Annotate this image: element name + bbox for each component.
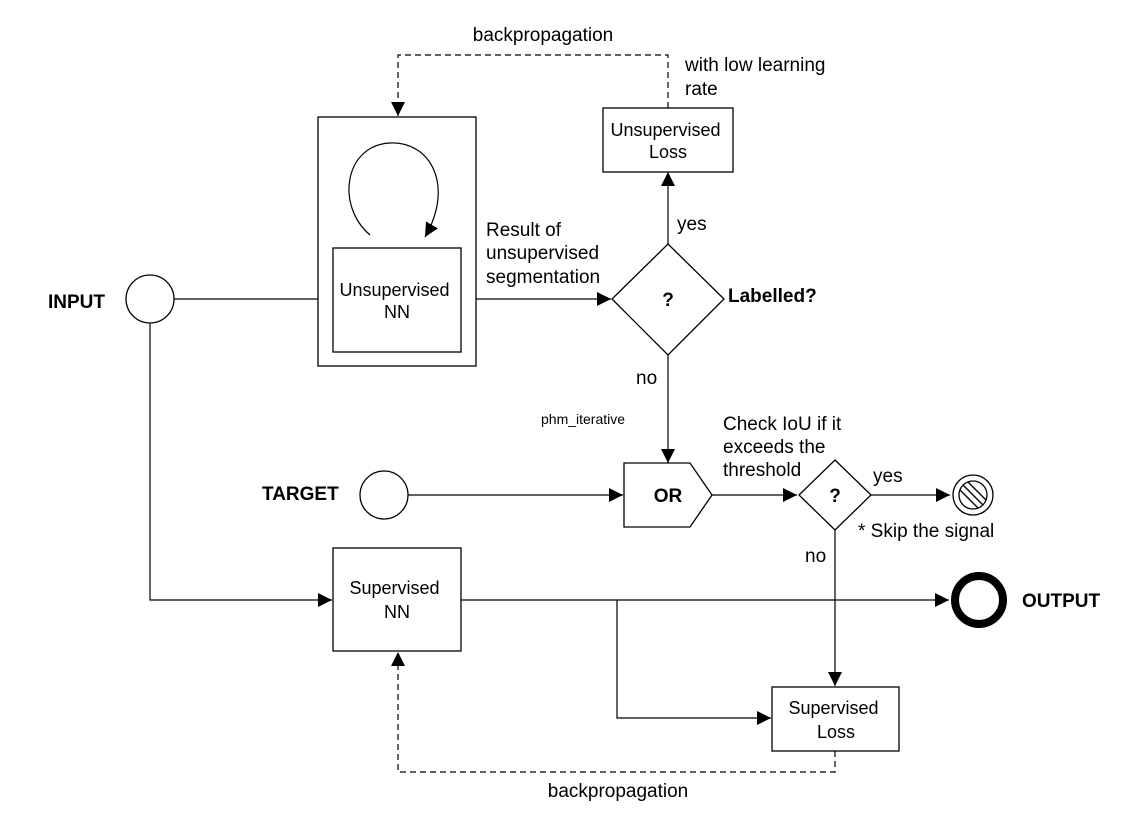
edge-branch-to-sup-loss [616,600,771,725]
iou-yes-label: yes [873,466,903,487]
or-gate [623,462,713,528]
iteration-loop-arrow [348,142,439,238]
backprop-bottom-label: backpropagation [548,781,689,802]
unsupervised-loss-label: Unsupervised Loss [610,120,725,162]
skip-signal-icon [952,474,994,516]
labelled-decision [611,243,725,356]
iou-decision [798,459,872,531]
low-learning-rate-note: with low learning rate [684,55,831,100]
connectors [149,54,950,773]
edge-backprop-bottom [391,652,836,773]
target-label: TARGET [262,484,339,505]
iou-decision-mark: ? [829,486,841,507]
or-gate-label: OR [654,486,683,507]
supervised-nn-label: Supervised NN [349,578,444,622]
result-of-unsupervised-label: Result of unsupervised segmentation [486,220,604,288]
edge-backprop-top [391,54,669,116]
labelled-no-label: no [636,368,657,389]
unsupervised-loss-box [602,107,734,173]
output-label: OUTPUT [1022,591,1101,612]
supervised-loss-label: Supervised Loss [788,698,883,742]
check-iou-label: Check IoU if it exceeds the threshold [723,414,847,481]
skip-signal-note: * Skip the signal [858,521,994,542]
unsupervised-nn-box [332,247,462,353]
iou-no-label: no [805,546,826,567]
supervised-loss-box [771,686,900,752]
backprop-top-label: backpropagation [473,25,614,46]
unsupervised-nn-label: Unsupervised NN [339,280,454,322]
labelled-question: Labelled? [728,286,817,307]
input-node [125,274,175,324]
target-node [359,470,409,520]
labelled-decision-mark: ? [662,290,674,311]
input-label: INPUT [48,292,105,313]
edge-input-to-supervised-nn [149,322,332,607]
output-node [951,572,1007,628]
phm-iterative-label: phm_iterative [541,411,625,427]
labelled-yes-label: yes [677,214,707,235]
supervised-nn-box [332,547,462,652]
